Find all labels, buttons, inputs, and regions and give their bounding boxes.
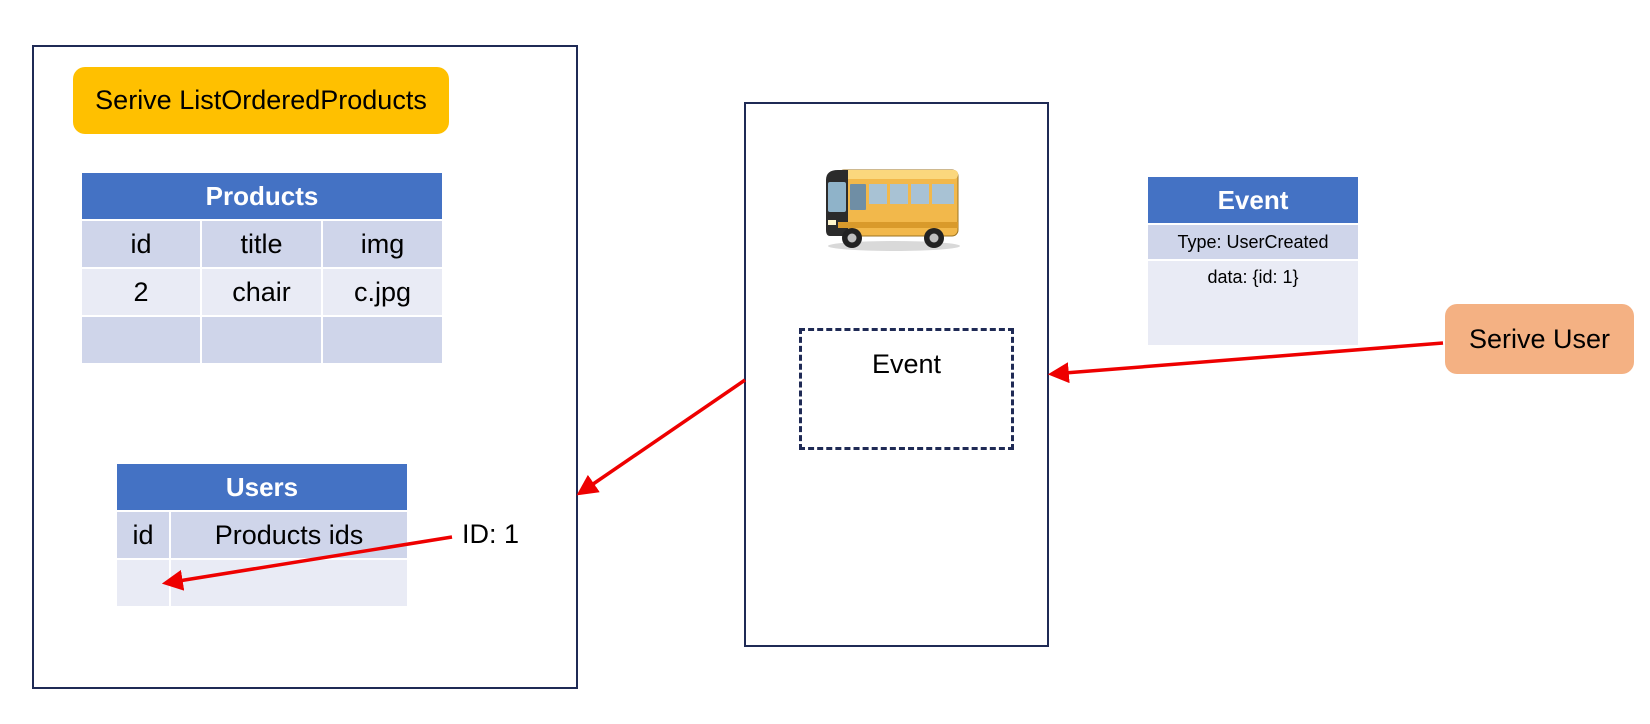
event-card-title: Event [1146, 175, 1360, 225]
products-cell-title: chair [200, 267, 323, 317]
users-cell-product-ids [169, 558, 409, 608]
products-cell-id [80, 315, 202, 365]
table-row: 2 chair c.jpg [80, 267, 445, 317]
event-type-row: Type: UserCreated [1146, 223, 1360, 261]
event-slot-label: Event [871, 349, 942, 379]
products-table: Products id title img 2 chair c.jpg [79, 171, 445, 365]
users-cell-id [115, 558, 171, 608]
service-list-title: Serive ListOrderedProducts [73, 67, 449, 134]
users-table-title: Users [115, 462, 409, 512]
products-header-img: img [320, 219, 445, 269]
event-data-row: data: {id: 1} [1146, 259, 1360, 347]
arrow-bus-to-list-service [576, 378, 746, 496]
event-type: Type: UserCreated [1146, 223, 1360, 261]
message-id-label: ID: 1 [462, 519, 520, 549]
products-cell-img: c.jpg [320, 267, 445, 317]
event-data: data: {id: 1} [1146, 259, 1360, 347]
event-slot: Event [799, 328, 1014, 450]
service-user-box: Serive User [1445, 304, 1634, 374]
products-cell-id: 2 [80, 267, 202, 317]
products-cell-title [200, 315, 323, 365]
event-card: Event Type: UserCreated data: {id: 1} [1146, 175, 1360, 347]
users-header-product-ids: Products ids [169, 510, 409, 560]
arrow-user-service-to-bus [1047, 341, 1444, 384]
products-header-title: title [200, 219, 323, 269]
bus-icon [826, 169, 960, 251]
products-table-title: Products [79, 171, 445, 221]
table-row [80, 315, 445, 365]
users-table: Users id Products ids [115, 462, 409, 608]
products-header-row: id title img [80, 219, 445, 269]
users-header-row: id Products ids [115, 510, 409, 560]
products-header-id: id [80, 219, 202, 269]
table-row [115, 558, 409, 608]
users-header-id: id [115, 510, 171, 560]
products-cell-img [320, 315, 445, 365]
